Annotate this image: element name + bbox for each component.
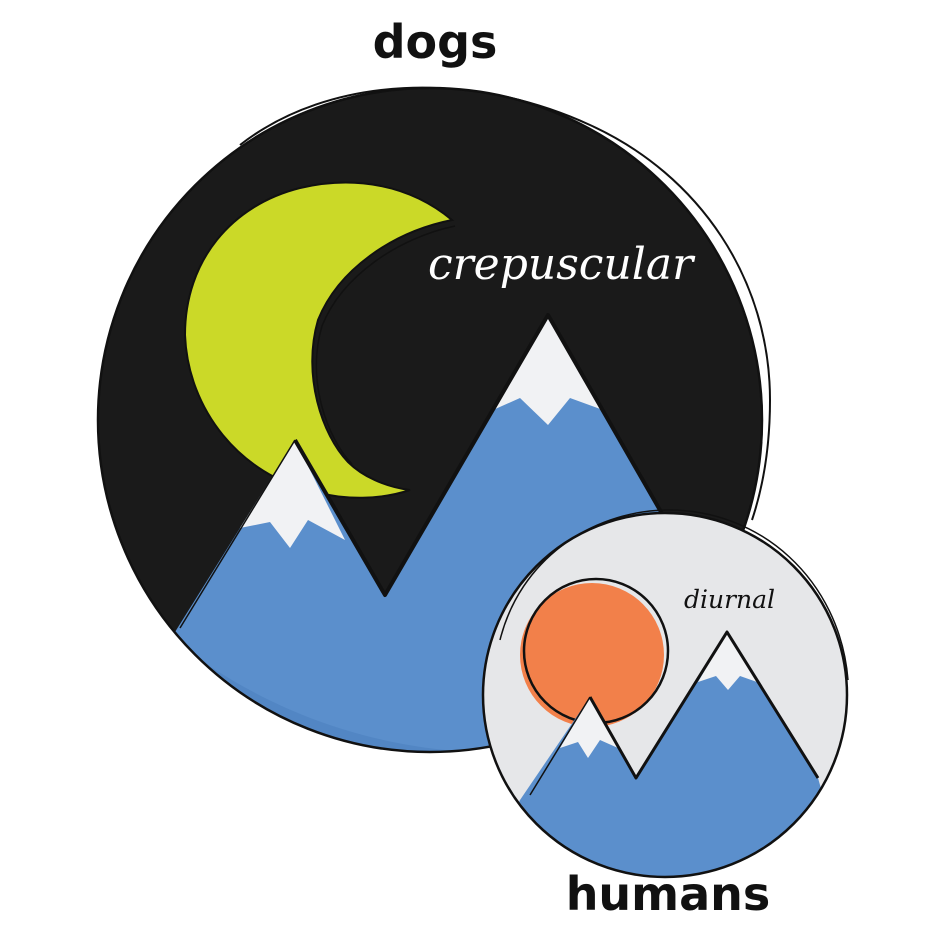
small-mountain-range: [483, 632, 847, 877]
day-circle-outline: [481, 511, 849, 879]
mountain-outline-left-edge: [179, 439, 296, 629]
mountain-outline: [293, 313, 682, 597]
night-circle-sketch-line: [239, 86, 772, 521]
right-peak-snowcap: [493, 315, 603, 425]
crepuscular-label: crepuscular: [428, 239, 696, 290]
humans-label: humans: [566, 867, 771, 921]
left-peak-snowcap: [240, 440, 345, 548]
small-right-peak-snowcap: [698, 632, 757, 690]
small-mountain-outline: [588, 630, 820, 780]
moon-inner-edge-line: [315, 225, 456, 465]
sun-icon: [520, 583, 664, 727]
small-left-peak-snowcap: [560, 697, 618, 758]
small-mountain-outline-left-edge: [529, 696, 591, 796]
diurnal-label: diurnal: [684, 585, 775, 614]
day-circle-sketch-line: [499, 509, 849, 681]
dogs-label: dogs: [373, 15, 498, 69]
humans-day-scene: diurnal: [481, 509, 849, 879]
